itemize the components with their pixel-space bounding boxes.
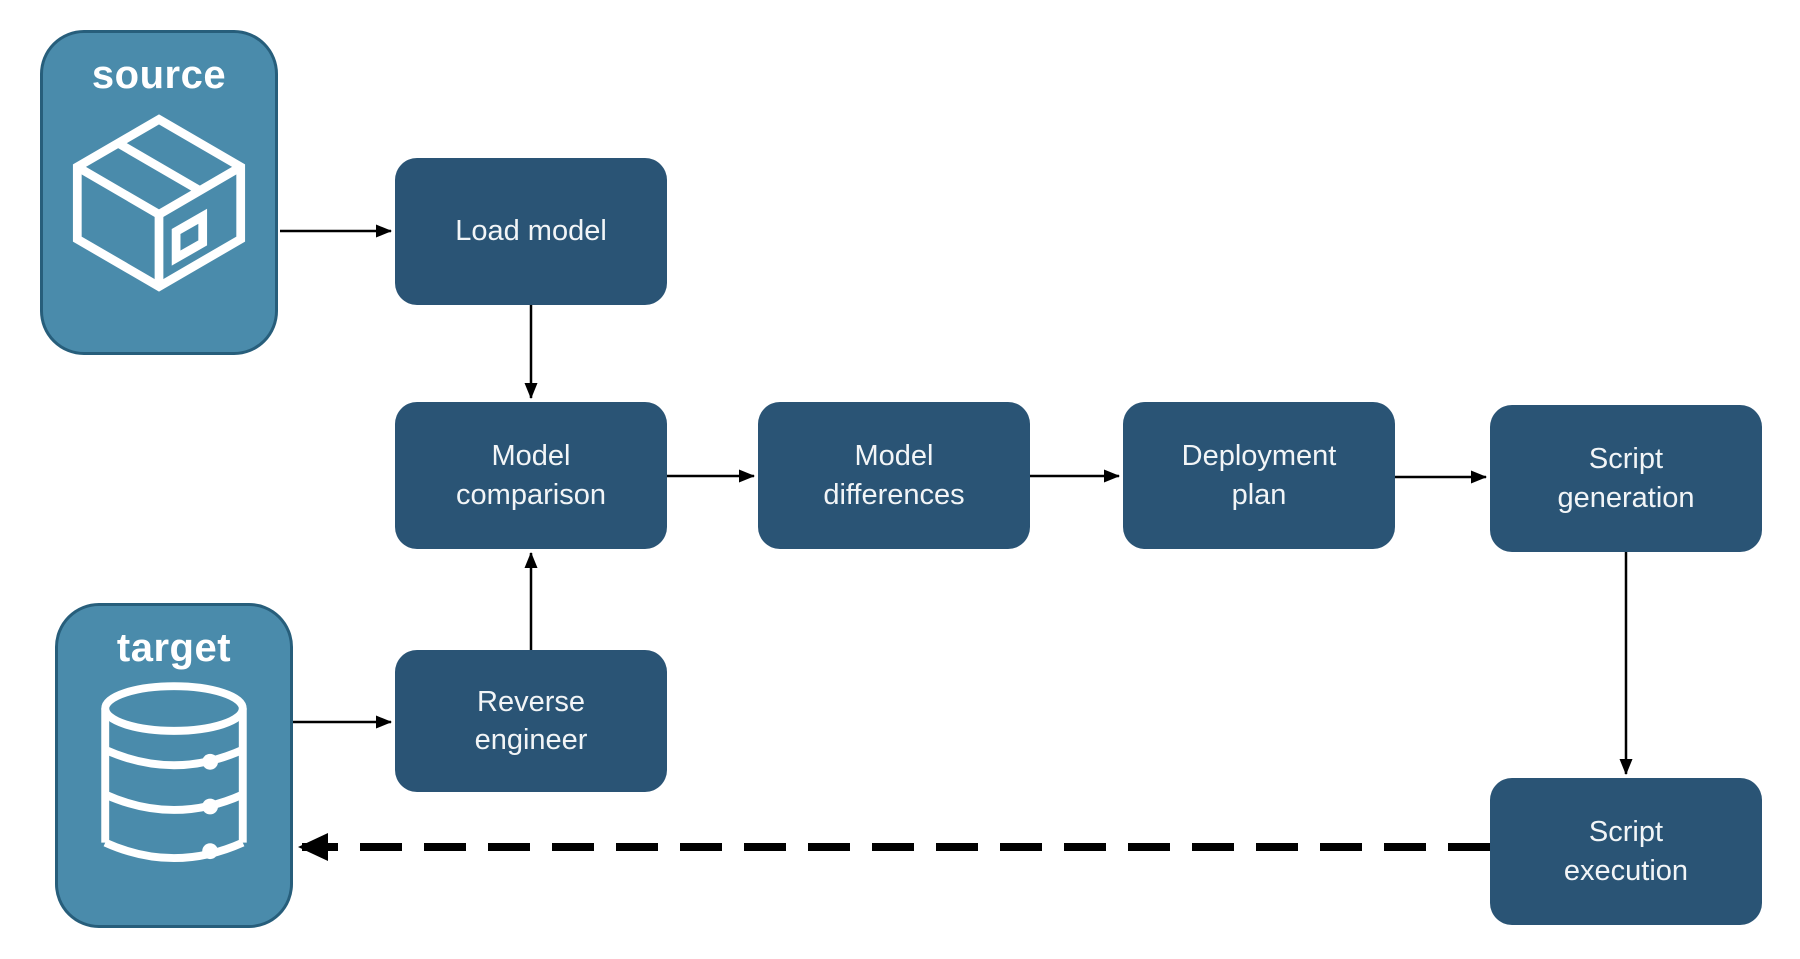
node-deployment-plan: Deployment plan [1123, 402, 1395, 549]
node-script-generation: Script generation [1490, 405, 1762, 552]
node-script-generation-label: Script generation [1557, 443, 1695, 514]
database-icon [88, 681, 260, 877]
node-deployment-plan-label: Deployment plan [1181, 440, 1337, 511]
package-icon [64, 108, 254, 298]
node-load-model: Load model [395, 158, 667, 305]
node-model-comparison: Model comparison [395, 402, 667, 549]
node-model-differences: Model differences [758, 402, 1030, 549]
source-container: source [40, 30, 278, 355]
node-script-execution-label: Script execution [1563, 816, 1689, 887]
source-label: source [91, 53, 227, 97]
node-model-comparison-label: Model comparison [456, 440, 606, 511]
target-label: target [116, 626, 232, 670]
node-reverse-engineer-label: Reverse engineer [474, 685, 588, 756]
node-model-differences-label: Model differences [823, 440, 965, 511]
target-container: target [55, 603, 293, 928]
node-script-execution: Script execution [1490, 778, 1762, 925]
node-load-model-label: Load model [455, 215, 607, 248]
node-reverse-engineer: Reverse engineer [395, 650, 667, 792]
